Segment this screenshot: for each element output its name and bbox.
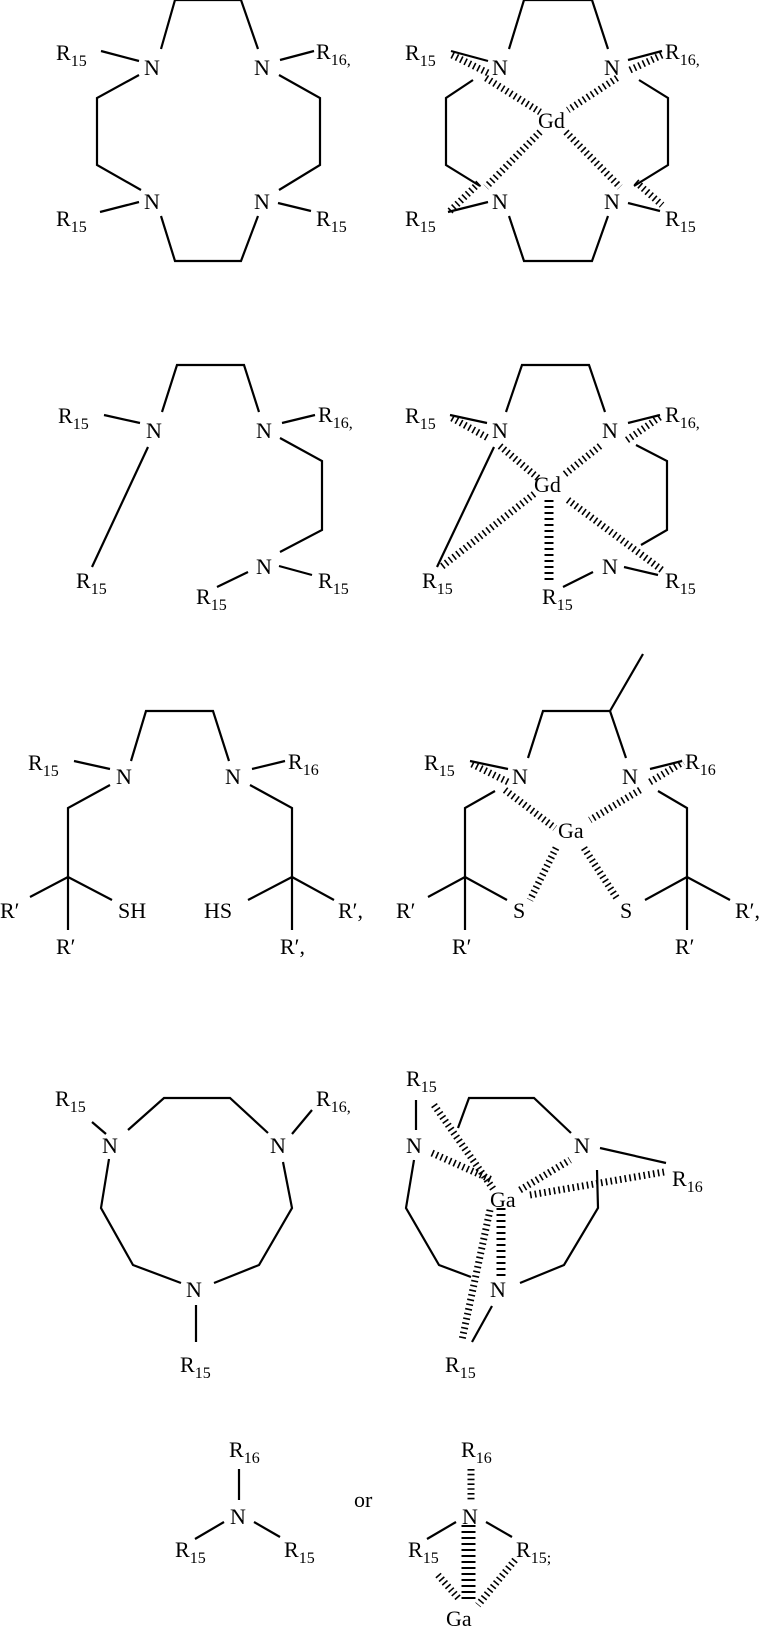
atom-n: N [462, 1504, 478, 1529]
atom-s: S [620, 898, 632, 923]
atom-ga: Ga [446, 1606, 472, 1628]
structure-1-ligand: N N N N R15 R16, R15 R15 [56, 0, 351, 263]
atom-n: N [604, 189, 620, 214]
r15-label: R15 [316, 206, 347, 236]
r15-label: R15 [284, 1537, 315, 1567]
r15-label: R15 [58, 403, 89, 433]
atom-n: N [622, 764, 638, 789]
atom-n: N [406, 1133, 422, 1158]
atom-n: N [144, 55, 160, 80]
r-prime-label: R′ [675, 934, 695, 959]
atom-n: N [492, 189, 508, 214]
r16-label: R16, [665, 39, 700, 69]
atom-n: N [602, 418, 618, 443]
r15-label: R15 [405, 403, 436, 433]
atom-n: N [512, 764, 528, 789]
atom-ga: Ga [490, 1187, 516, 1212]
atom-n: N [604, 55, 620, 80]
r-prime-label: R′ [56, 934, 76, 959]
atom-n: N [186, 1277, 202, 1302]
r15-label: R15 [665, 568, 696, 598]
structure-1-gd-complex: N N N N Gd R15 R16, R15 R15 [405, 0, 700, 263]
structure-3-ligand: N N R15 R16 R′ SH HS R′, R′ R′, [0, 709, 363, 959]
r-prime-label: R′ [0, 898, 20, 923]
r15-label: R15 [76, 568, 107, 598]
structure-5-ga-complex: N Ga R16 R15 R15; [408, 1437, 551, 1628]
r15-label: R15 [318, 568, 349, 598]
r15-label: R15 [55, 1086, 86, 1116]
atom-n: N [225, 764, 241, 789]
r15-label: R15 [28, 750, 59, 780]
r15-label: R15 [406, 1066, 437, 1096]
structure-5-ligand: N R16 R15 R15 [175, 1437, 315, 1567]
r16-label: R16, [316, 1086, 351, 1116]
r16-label: R16, [318, 402, 353, 432]
r16-label: R16 [461, 1437, 492, 1467]
atom-n: N [256, 418, 272, 443]
r15-label: R15 [408, 1537, 439, 1567]
atom-n: N [146, 418, 162, 443]
r15-label: R15 [405, 206, 436, 236]
atom-gd: Gd [538, 108, 565, 133]
atom-n: N [270, 1133, 286, 1158]
atom-n: N [490, 1277, 506, 1302]
r-prime-label: R′ [452, 934, 472, 959]
r-prime-label: R′, [280, 934, 305, 959]
r15-label: R15 [542, 584, 573, 614]
atom-n: N [102, 1133, 118, 1158]
r16-label: R16 [685, 749, 716, 779]
r-prime-label: R′, [338, 898, 363, 923]
r16-label: R16, [316, 39, 351, 69]
atom-s: S [513, 898, 525, 923]
hs-group: HS [204, 898, 232, 923]
r16-label: R16 [229, 1437, 260, 1467]
atom-n: N [574, 1133, 590, 1158]
structure-3-ga-complex: N N Ga S S R15 R16 R′ R′, R′ R′ [396, 653, 760, 959]
r15-label: R15 [175, 1537, 206, 1567]
atom-n: N [230, 1504, 246, 1529]
r15-label: R15 [405, 40, 436, 70]
r15-label: R15 [665, 206, 696, 236]
atom-n: N [116, 764, 132, 789]
atom-gd: Gd [534, 472, 561, 497]
r15-label: R15 [196, 584, 227, 614]
r-prime-label: R′ [396, 898, 416, 923]
atom-n: N [256, 554, 272, 579]
r15-label: R15 [180, 1352, 211, 1382]
r16-label: R16 [288, 749, 319, 779]
atom-n: N [254, 55, 270, 80]
r15-label: R15; [516, 1537, 551, 1567]
r15-label: R15 [445, 1352, 476, 1382]
r15-label: R15 [422, 568, 453, 598]
atom-n: N [254, 189, 270, 214]
structure-4-ga-complex: N N N Ga R15 R16 R15 [404, 1066, 703, 1382]
sh-group: SH [118, 898, 146, 923]
or-connector: or [354, 1487, 373, 1512]
atom-n: N [144, 189, 160, 214]
atom-ga: Ga [558, 818, 584, 843]
structure-4-ligand: N N N R15 R16, R15 [55, 1086, 351, 1382]
structure-2-ligand: N N N R15 R16, R15 R15 R15 [58, 363, 353, 614]
atom-n: N [492, 55, 508, 80]
r-prime-label: R′, [735, 898, 760, 923]
atom-n: N [492, 418, 508, 443]
r15-label: R15 [56, 40, 87, 70]
r16-label: R16 [672, 1166, 703, 1196]
r16-label: R16, [665, 402, 700, 432]
r15-label: R15 [56, 206, 87, 236]
r15-label: R15 [424, 750, 455, 780]
structure-2-gd-complex: N N N Gd R15 R16, R15 R15 R15 [405, 363, 700, 614]
atom-n: N [602, 554, 618, 579]
